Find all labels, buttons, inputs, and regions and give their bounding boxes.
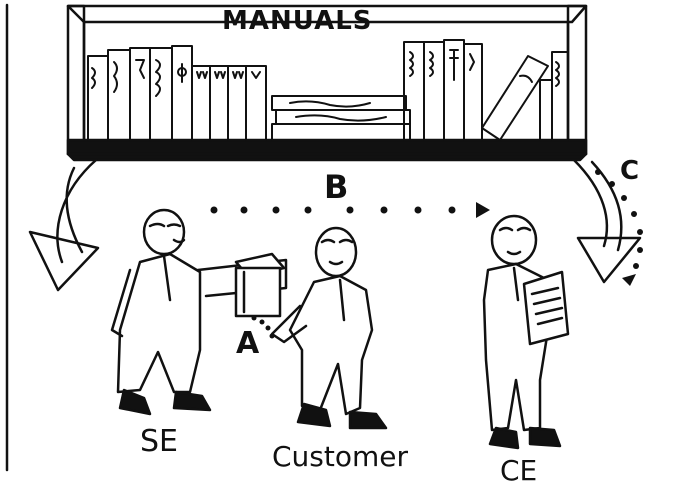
flow-c-dots — [595, 169, 643, 286]
flow-label-a: A — [236, 326, 260, 361]
customer-figure — [270, 226, 388, 430]
books-right — [403, 39, 569, 141]
flow-label-c: C — [620, 156, 640, 186]
books-stack — [271, 95, 411, 141]
se-figure — [110, 208, 288, 416]
person-label-se: SE — [140, 424, 178, 459]
person-label-ce: CE — [500, 454, 538, 487]
person-label-customer: Customer — [272, 440, 409, 473]
flow-b-dots — [210, 202, 490, 218]
arrow-left-curve — [28, 158, 100, 292]
ce-figure — [482, 214, 570, 450]
shelf-title: MANUALS — [222, 6, 373, 36]
books-left — [87, 45, 267, 141]
handed-manual — [234, 252, 286, 318]
bookshelf — [66, 4, 588, 162]
flow-label-b: B — [324, 168, 349, 206]
